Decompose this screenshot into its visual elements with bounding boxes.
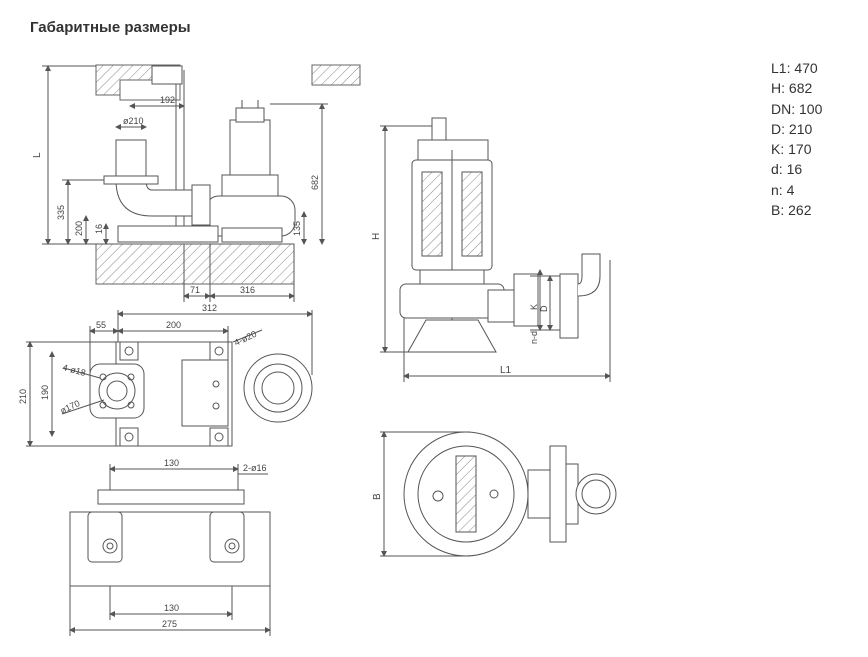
dim-D: D bbox=[539, 305, 549, 312]
dim-4phi20: 4-ø20 bbox=[233, 329, 259, 348]
top-view bbox=[380, 431, 617, 557]
dim-316: 316 bbox=[240, 285, 255, 295]
pump-section bbox=[380, 117, 611, 382]
spec-DN: DN: 100 bbox=[771, 100, 823, 117]
dim-682: 682 bbox=[310, 175, 320, 190]
dim-K: K bbox=[529, 304, 539, 310]
spec-B: B: 262 bbox=[771, 202, 812, 219]
dim-275: 275 bbox=[162, 619, 177, 629]
spec-d: d: 16 bbox=[771, 161, 803, 178]
dim-nd: n-d bbox=[529, 331, 539, 344]
dim-190: 190 bbox=[40, 385, 50, 400]
dim-210: 210 bbox=[18, 389, 28, 404]
specs-list: L1: 470 H: 682 DN: 100 D: 210 K: 170 d: … bbox=[771, 58, 822, 220]
dim-phi210: ø210 bbox=[123, 116, 144, 126]
side-view bbox=[42, 64, 361, 302]
dim-L: L bbox=[32, 152, 43, 158]
dim-71: 71 bbox=[190, 285, 200, 295]
dim-200-side: 200 bbox=[74, 221, 84, 236]
dim-4phi18: 4-ø18 bbox=[61, 362, 86, 378]
dim-135: 135 bbox=[292, 221, 302, 236]
dim-335: 335 bbox=[56, 205, 66, 220]
dim-200-plan: 200 bbox=[166, 320, 181, 330]
dim-16: 16 bbox=[94, 224, 104, 234]
base-view bbox=[69, 464, 271, 636]
page-title: Габаритные размеры bbox=[30, 19, 191, 36]
spec-L1: L1: 470 bbox=[771, 60, 818, 76]
dim-55: 55 bbox=[96, 320, 106, 330]
plan-view bbox=[26, 310, 313, 447]
dim-B: B bbox=[372, 493, 383, 500]
dim-H: H bbox=[371, 233, 382, 240]
dim-L1: L1 bbox=[500, 365, 512, 376]
dim-192: 192 bbox=[160, 95, 175, 105]
spec-D: D: 210 bbox=[771, 120, 813, 137]
dim-130-bottom: 130 bbox=[164, 603, 179, 613]
spec-K: K: 170 bbox=[771, 141, 812, 158]
dim-2phi16: 2-ø16 bbox=[243, 463, 267, 473]
spec-H: H: 682 bbox=[771, 80, 813, 97]
dim-phi170: ø170 bbox=[59, 398, 82, 416]
dim-312: 312 bbox=[202, 303, 217, 313]
dim-130-top: 130 bbox=[164, 458, 179, 468]
spec-n: n: 4 bbox=[771, 181, 795, 198]
